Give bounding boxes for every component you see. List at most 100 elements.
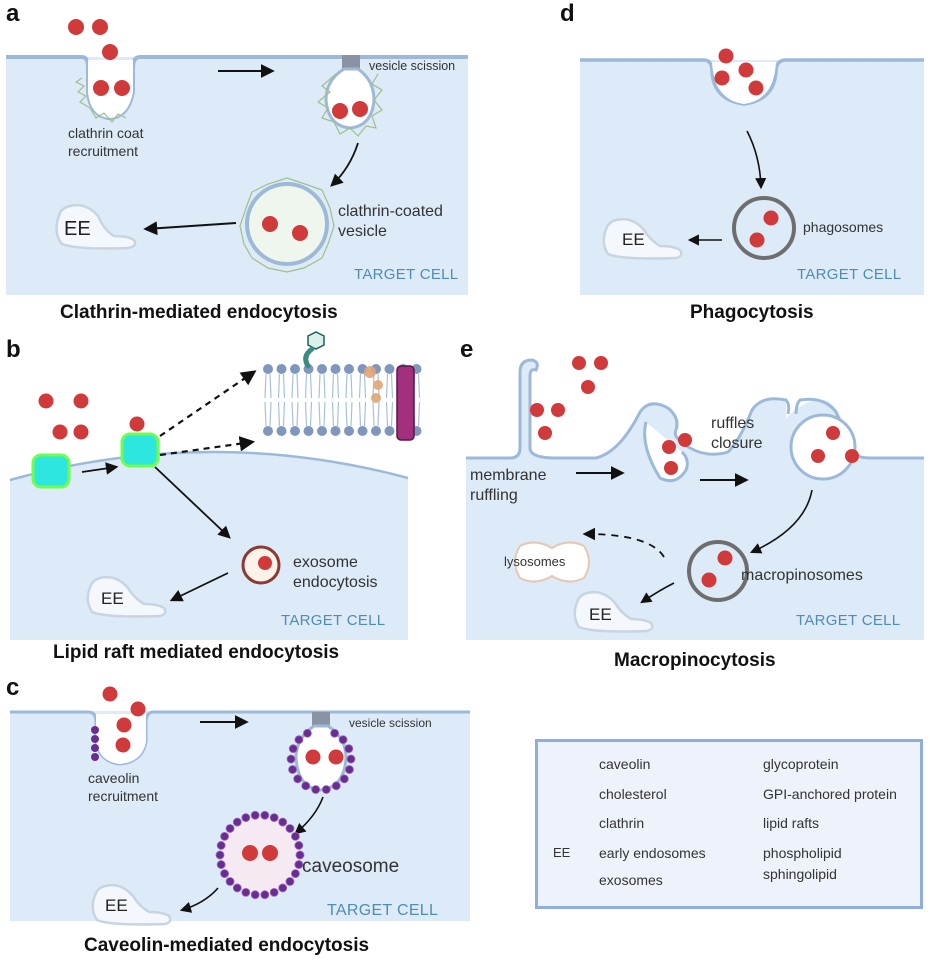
exosome bbox=[530, 403, 544, 417]
label-line: recruitment bbox=[88, 787, 159, 804]
exosome bbox=[73, 393, 89, 409]
lipid-tail bbox=[372, 401, 380, 427]
caveolin bbox=[216, 841, 226, 850]
legend-label-lipid-rafts: lipid rafts bbox=[763, 815, 820, 831]
lipid-tail bbox=[264, 401, 272, 427]
lipid-raft bbox=[31, 453, 71, 489]
caveolin bbox=[232, 817, 242, 827]
arrow bbox=[294, 796, 324, 835]
caveolin bbox=[232, 883, 242, 893]
caveolin bbox=[302, 728, 312, 738]
caveolin bbox=[286, 754, 296, 764]
caveolin bbox=[330, 728, 340, 738]
target-cell-label: TARGET CELL bbox=[796, 612, 901, 629]
early-endosome bbox=[55, 203, 137, 250]
lipid-raft bbox=[120, 432, 160, 468]
legend-label-exosomes: exosomes bbox=[599, 872, 663, 888]
exosome bbox=[678, 433, 692, 447]
exosome bbox=[594, 356, 608, 370]
lipid-tail bbox=[304, 373, 313, 399]
cholesterol bbox=[303, 331, 325, 369]
arrow bbox=[143, 221, 237, 236]
label-line: clathrin coat bbox=[68, 125, 144, 141]
legend-ee-icon-text: EE bbox=[553, 845, 571, 860]
caveolin bbox=[285, 877, 295, 886]
legend-label-early-endosomes: early endosomes bbox=[599, 845, 706, 861]
exosome bbox=[551, 403, 565, 417]
dashed-arrow bbox=[159, 370, 257, 437]
caveolin bbox=[216, 860, 226, 869]
exosome bbox=[749, 232, 765, 248]
exosome bbox=[115, 737, 131, 753]
exosome bbox=[258, 556, 272, 570]
lipid-tail bbox=[277, 373, 286, 399]
phospholipid-head bbox=[371, 426, 381, 436]
exosome bbox=[262, 216, 278, 232]
caveolin bbox=[288, 744, 298, 754]
arrow bbox=[330, 142, 359, 187]
early-endosome-label: EE bbox=[101, 589, 124, 608]
target-cell-label: TARGET CELL bbox=[327, 902, 439, 919]
panel-d-graphics bbox=[580, 48, 924, 295]
exosome-endocytosis-label: exosome endocytosis bbox=[293, 553, 378, 593]
macropinosome bbox=[687, 540, 749, 602]
early-endosome-label: EE bbox=[589, 605, 612, 624]
exosome bbox=[305, 749, 321, 765]
early-endosome bbox=[573, 590, 654, 633]
label-line: closure bbox=[711, 435, 763, 452]
caveolin bbox=[331, 781, 341, 791]
panel-letter-e: e bbox=[460, 336, 474, 363]
caveolin bbox=[225, 824, 235, 833]
panel-title-a: Clathrin-mediated endocytosis bbox=[60, 302, 338, 323]
exosome bbox=[763, 210, 779, 226]
lipid-tail bbox=[318, 373, 326, 399]
exosome bbox=[114, 80, 130, 96]
lipid-tail bbox=[318, 401, 326, 427]
clathrin-coated-vesicle-label: clathrin-coated vesicle bbox=[338, 202, 443, 242]
caveolin bbox=[321, 785, 331, 794]
lipid-tail bbox=[331, 401, 340, 427]
arrow bbox=[746, 130, 767, 190]
caveolin bbox=[285, 824, 295, 833]
legend bbox=[535, 739, 923, 909]
glycoprotein bbox=[396, 365, 415, 441]
exosome bbox=[102, 44, 118, 60]
legend-label-gpi-anchored-protein: GPI-anchored protein bbox=[763, 786, 897, 802]
caveolin bbox=[293, 774, 303, 784]
lipid-tail bbox=[345, 373, 353, 399]
lipid-bilayer bbox=[263, 364, 422, 436]
legend-label-caveolin: caveolin bbox=[599, 756, 651, 772]
lipid-tail bbox=[358, 373, 367, 399]
lysosomes-label: lysosomes bbox=[504, 554, 566, 569]
phagosome bbox=[732, 196, 796, 260]
exosome bbox=[845, 449, 859, 463]
panel-title-e: Macropinocytosis bbox=[614, 650, 776, 671]
exosome bbox=[92, 19, 108, 35]
phagosomes-label: phagosomes bbox=[803, 219, 884, 235]
caveolin bbox=[225, 877, 235, 886]
caveolin-coat bbox=[286, 728, 356, 794]
arrow bbox=[749, 489, 813, 554]
exosome bbox=[328, 749, 344, 765]
caveolin bbox=[345, 765, 354, 774]
lipid-tail bbox=[291, 373, 299, 399]
panel-b-graphics bbox=[9, 331, 422, 640]
exosome bbox=[714, 70, 730, 86]
caveolin bbox=[346, 754, 356, 764]
arrow bbox=[179, 887, 219, 913]
caveosome bbox=[222, 817, 298, 893]
lipid-tail bbox=[358, 401, 367, 427]
phospholipid-head bbox=[276, 426, 287, 436]
caveolin bbox=[288, 765, 297, 774]
arrow bbox=[640, 582, 675, 604]
lipid-tail bbox=[264, 373, 272, 399]
exosome bbox=[332, 103, 348, 119]
vesicle-scission-label: vesicle scission bbox=[369, 59, 456, 73]
panel-letter-c: c bbox=[6, 674, 20, 701]
caveolin bbox=[301, 781, 311, 791]
panel-title-c: Caveolin-mediated endocytosis bbox=[84, 935, 370, 956]
caveolin bbox=[241, 813, 251, 822]
target-cell-label: TARGET CELL bbox=[354, 266, 459, 283]
caveolin bbox=[295, 850, 305, 860]
phospholipid-head bbox=[357, 426, 368, 436]
